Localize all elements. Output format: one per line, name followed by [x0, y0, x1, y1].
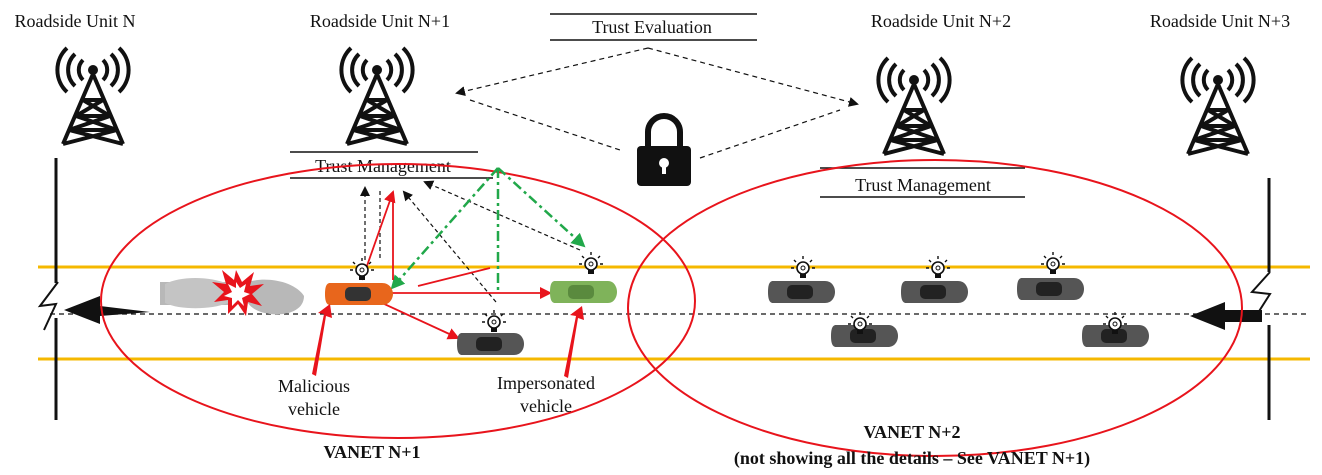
pointer-arrow	[312, 304, 332, 376]
vanet-n2-label: VANET N+2	[863, 422, 960, 442]
vanet-n2-note: (not showing all the details – See VANET…	[734, 448, 1090, 469]
lightbulb-icon	[481, 309, 507, 333]
vehicle-car-icon	[1017, 278, 1084, 300]
impersonated-vehicle-label: vehicle	[520, 396, 572, 416]
trust-eval-link	[455, 47, 649, 97]
rsu-n-label: Roadside Unit N	[15, 11, 136, 31]
lightning-icon	[37, 281, 59, 331]
lightbulb-icon	[578, 251, 604, 275]
report-arrow	[423, 180, 581, 251]
trust-evaluation-label: Trust Evaluation	[592, 17, 712, 37]
vehicle-car-icon	[831, 325, 898, 347]
lightbulb-icon	[1040, 251, 1066, 275]
trust-eval-link	[699, 109, 841, 159]
vanet-n1-label: VANET N+1	[323, 442, 420, 462]
arrow-left-icon	[64, 296, 150, 324]
malicious-vehicle-label: Malicious	[278, 376, 350, 396]
cell-tower-icon	[339, 46, 415, 146]
impersonated-vehicle-car-icon	[550, 281, 617, 303]
vanet-n2-circle	[627, 159, 1243, 457]
rsu-n2-label: Roadside Unit N+2	[871, 11, 1011, 31]
arrow-right-icon	[1190, 302, 1262, 330]
cell-tower-icon	[1180, 56, 1256, 156]
impersonated-vehicle-label: Impersonated	[497, 373, 595, 393]
pointer-arrow	[564, 306, 584, 378]
trust-eval-link	[469, 99, 621, 151]
trust-management-right-label: Trust Management	[855, 175, 991, 195]
malicious-arrow	[417, 267, 491, 287]
explosion-icon	[212, 270, 264, 316]
vehicle-car-icon	[768, 281, 835, 303]
vehicle-car-icon	[901, 281, 968, 303]
vanet-n1-circle	[100, 163, 696, 439]
trust-management-left-label: Trust Management	[315, 156, 451, 176]
lightning-icon	[1249, 271, 1272, 317]
lightbulb-icon	[349, 257, 375, 281]
vehicle-car-icon	[1082, 325, 1149, 347]
trust-feedback-arrow	[390, 167, 499, 290]
cell-tower-icon	[55, 46, 131, 146]
padlock-icon	[637, 113, 691, 186]
malicious-arrow	[379, 301, 460, 340]
malicious-vehicle-car-icon	[325, 283, 393, 305]
malicious-vehicle-label: vehicle	[288, 399, 340, 419]
trust-feedback-arrow	[497, 167, 586, 248]
crashed-car-icon	[160, 278, 304, 315]
trust-eval-link	[647, 47, 859, 107]
malicious-arrow	[361, 190, 396, 281]
report-arrow	[402, 190, 497, 303]
vehicle-car-icon	[457, 333, 524, 355]
rsu-n3-label: Roadside Unit N+3	[1150, 11, 1290, 31]
cell-tower-icon	[876, 56, 952, 156]
rsu-n1-label: Roadside Unit N+1	[310, 11, 450, 31]
